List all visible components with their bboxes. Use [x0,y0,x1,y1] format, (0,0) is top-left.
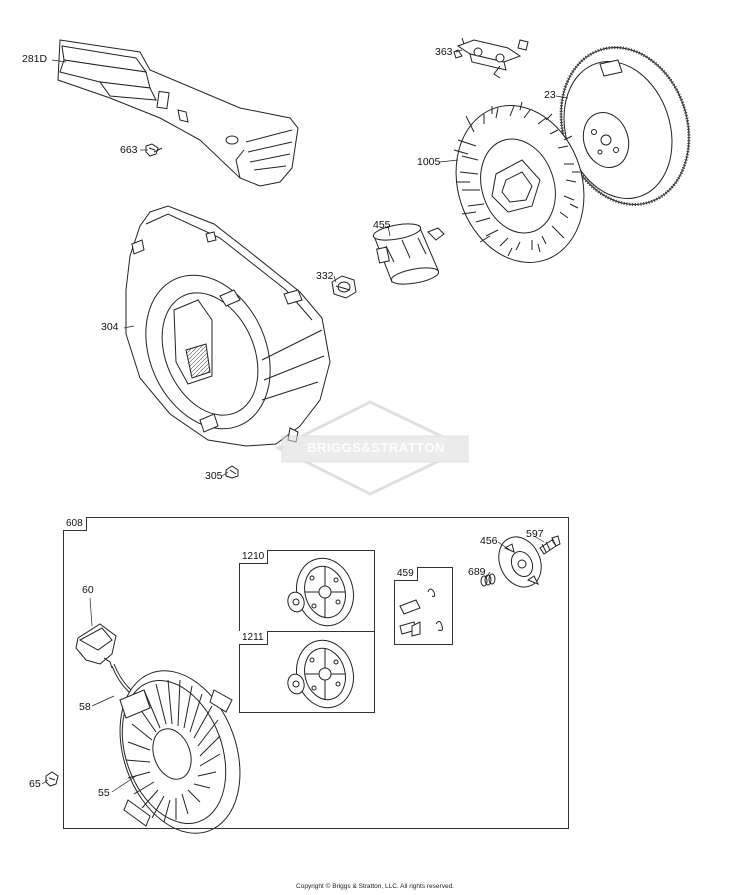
label-363: 363 [435,46,453,58]
part-1211-pulley [287,639,354,709]
label-281d: 281D [22,53,48,65]
label-597: 597 [526,528,544,540]
label-689: 689 [468,566,486,578]
label-663: 663 [120,144,138,156]
label-55: 55 [98,787,110,799]
part-305-screw [225,465,239,479]
part-689-spring [480,573,496,587]
kit-608-label: 608 [63,517,87,531]
part-281d-bracket [57,39,299,187]
kit-1211-label: 1211 [239,631,268,645]
part-363-bracket [453,37,529,79]
watermark-logo [274,400,470,496]
kit-1211-box [239,631,375,713]
label-65: 65 [29,778,41,790]
watermark-text: BRIGGS&STRATTON [307,440,445,455]
kit-1210-label: 1210 [239,550,269,564]
kit-459-box [394,567,453,645]
part-60-handle [75,623,117,669]
kit-459-label: 459 [394,567,418,581]
part-332-nut [331,275,357,299]
label-58: 58 [79,701,91,713]
part-1210-pulley [287,557,354,627]
part-663-screw [145,143,163,157]
label-1005: 1005 [417,156,441,168]
part-65-screw [45,771,59,787]
label-304: 304 [101,321,119,333]
leader-lines [41,49,569,793]
kit-608-box [63,517,569,829]
label-455: 455 [373,219,391,231]
label-332: 332 [316,270,334,282]
label-305: 305 [205,470,223,482]
part-459-kit [399,588,443,637]
part-455-cup [372,223,445,285]
part-23-flywheel [559,46,691,206]
part-1005-fan [453,101,585,263]
copyright-notice: Copyright © Briggs & Stratton, LLC. All … [296,883,454,890]
part-597-screw [539,535,561,555]
part-304-housing [125,205,331,447]
label-456: 456 [480,535,498,547]
label-23: 23 [544,89,556,101]
label-60: 60 [82,584,94,596]
part-55-starter-housing [119,670,241,834]
